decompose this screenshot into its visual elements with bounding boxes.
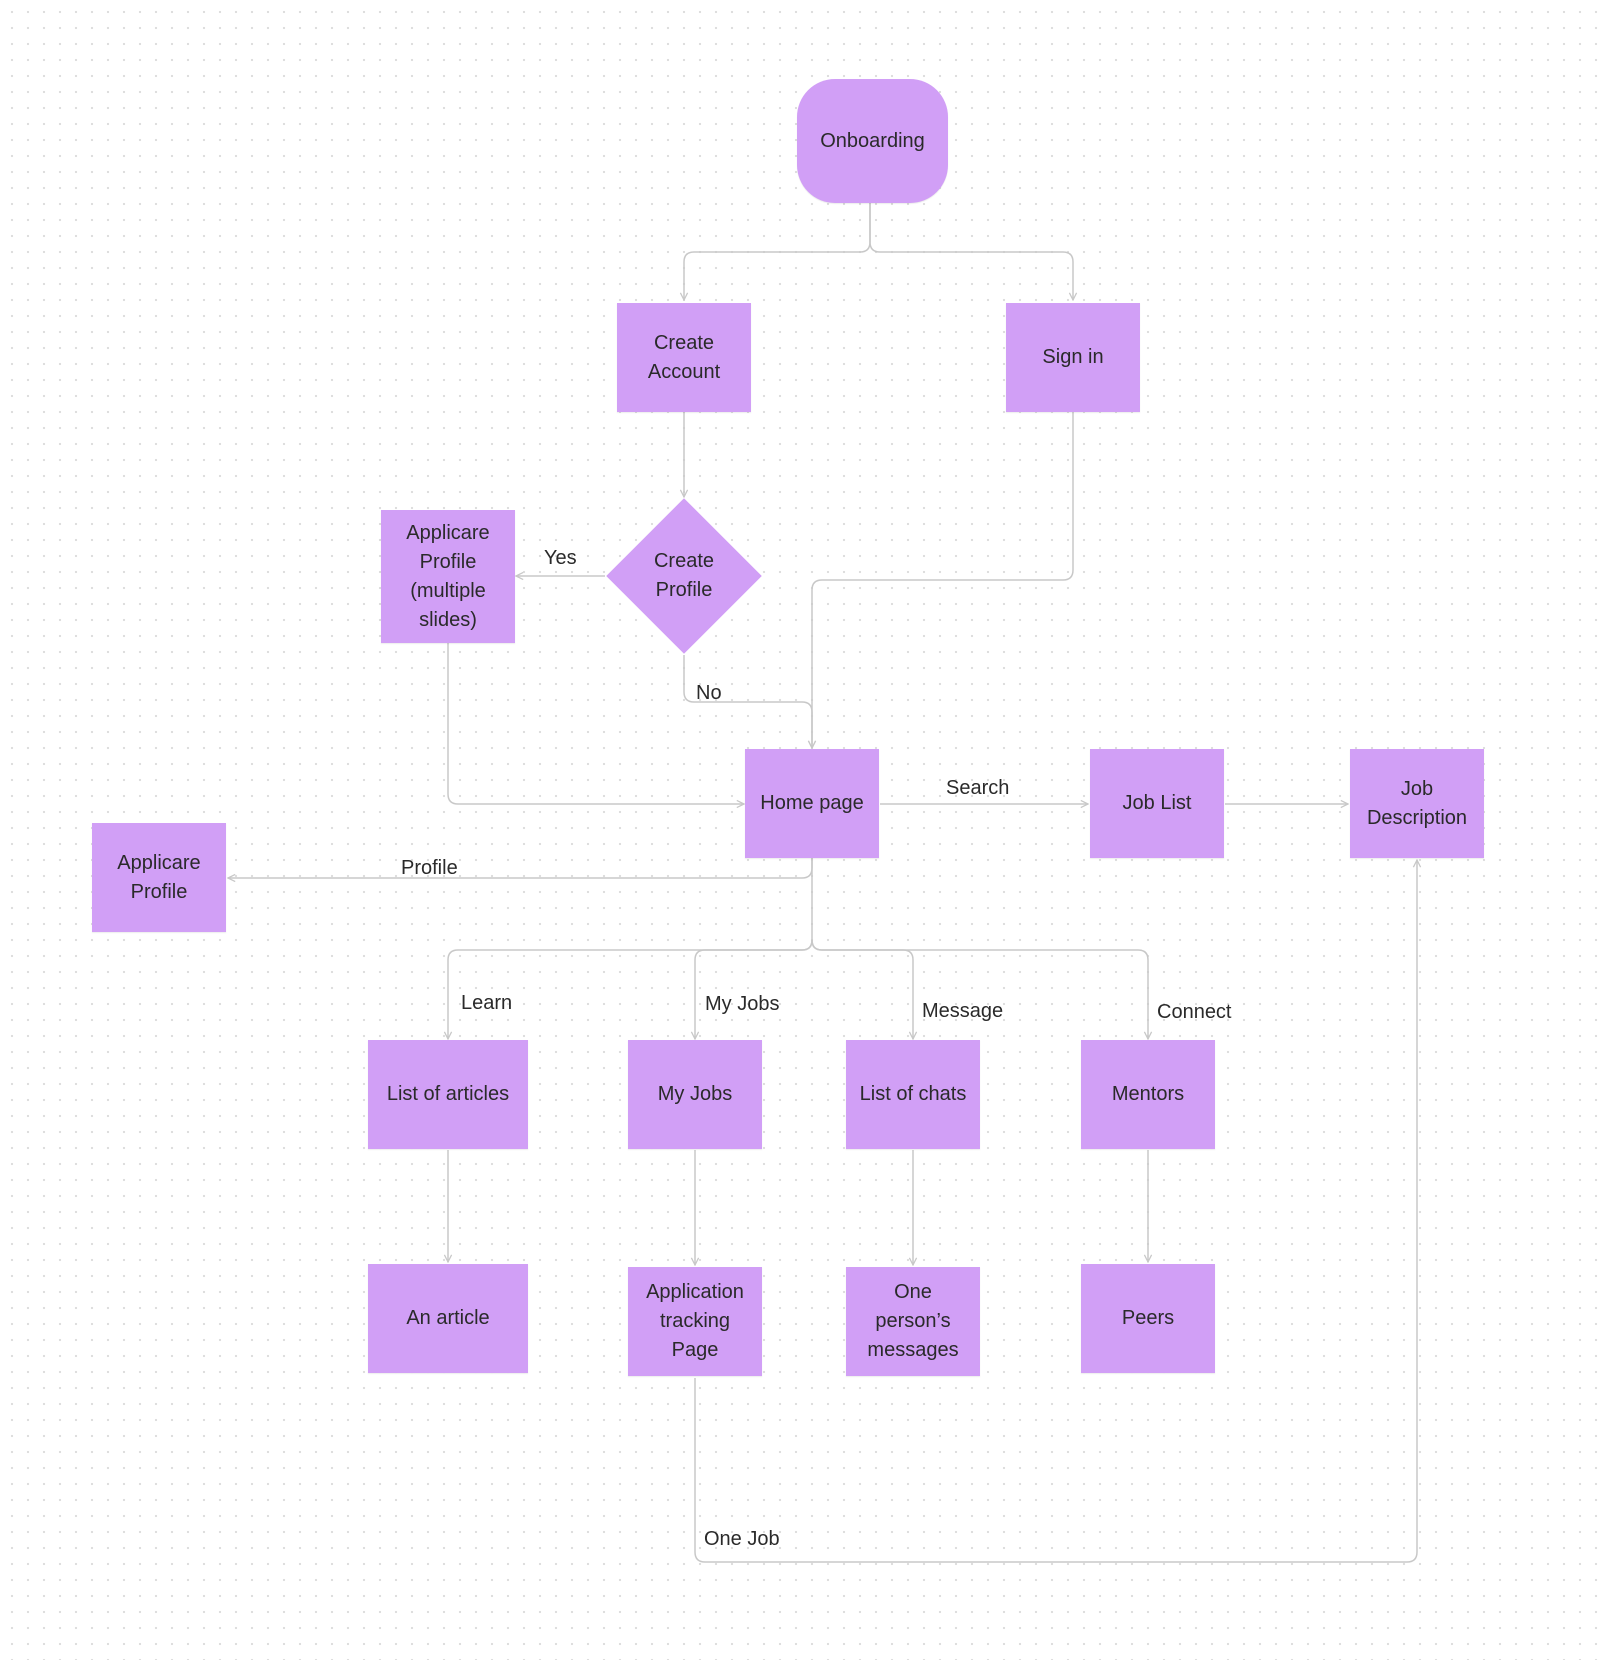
node-label: Create Account	[647, 331, 721, 383]
connector-home-to-my-jobs	[695, 939, 813, 1039]
connector-applicare-multi-to-home	[447, 643, 744, 804]
connector-home-to-list-of-chats	[811, 939, 913, 1039]
node-label: Create Profile	[653, 550, 715, 601]
node-my-jobs[interactable]: My Jobs	[628, 1040, 762, 1149]
node-list-of-chats[interactable]: List of chats	[846, 1040, 980, 1149]
connector-sign-in-to-home	[812, 412, 1074, 748]
node-label: An article	[406, 1307, 490, 1329]
node-one-persons-messages[interactable]: One person’s messages	[846, 1267, 980, 1376]
connector-tracking-to-job-description	[694, 860, 1417, 1563]
node-an-article[interactable]: An article	[368, 1264, 528, 1373]
node-label: Application tracking Page	[646, 1281, 744, 1361]
node-label: One person’s messages	[867, 1281, 959, 1361]
node-job-description[interactable]: Job Description	[1350, 749, 1484, 858]
node-label: Job List	[1122, 792, 1192, 814]
node-onboarding[interactable]: Onboarding	[797, 79, 948, 203]
edge-label-profile: Profile	[401, 857, 458, 879]
node-peers[interactable]: Peers	[1081, 1264, 1215, 1373]
node-label: My Jobs	[657, 1083, 733, 1105]
node-mentors[interactable]: Mentors	[1081, 1040, 1215, 1149]
node-home-page[interactable]: Home page	[745, 749, 879, 858]
node-job-list[interactable]: Job List	[1090, 749, 1224, 858]
node-label: Applicare Profile (multiple slides)	[406, 521, 490, 631]
node-application-tracking-page[interactable]: Application tracking Page	[628, 1267, 762, 1376]
edge-label-yes: Yes	[544, 547, 577, 569]
node-label: Applicare Profile	[117, 851, 201, 903]
node-label: Job Description	[1366, 777, 1468, 829]
node-label: List of articles	[386, 1083, 510, 1105]
edge-label-no: No	[696, 682, 722, 704]
edge-label-message: Message	[922, 1000, 1004, 1022]
edge-label-search: Search	[946, 777, 1010, 799]
edge-label-learn: Learn	[461, 992, 513, 1014]
node-create-profile-decision[interactable]: Create Profile	[605, 497, 763, 655]
edge-label-connect: Connect	[1157, 1001, 1232, 1023]
node-label: List of chats	[859, 1083, 967, 1105]
connector-home-to-mentors	[811, 939, 1148, 1039]
edge-label-one-job: One Job	[704, 1528, 780, 1550]
connector-home-to-applicare-profile	[228, 858, 813, 878]
node-label: Sign in	[1042, 346, 1104, 368]
connector-onboarding-to-sign-in	[869, 203, 1073, 300]
node-applicare-profile-multiple-slides[interactable]: Applicare Profile (multiple slides)	[381, 510, 515, 643]
node-sign-in[interactable]: Sign in	[1006, 303, 1140, 412]
node-label: Mentors	[1111, 1083, 1185, 1105]
node-applicare-profile[interactable]: Applicare Profile	[92, 823, 226, 932]
node-label: Peers	[1121, 1307, 1175, 1329]
node-create-account[interactable]: Create Account	[617, 303, 751, 412]
connector-onboarding-to-create-account	[684, 203, 871, 300]
node-list-of-articles[interactable]: List of articles	[368, 1040, 528, 1149]
edge-label-my-jobs: My Jobs	[705, 993, 780, 1015]
node-label: Home page	[760, 792, 864, 814]
node-label: Onboarding	[820, 129, 925, 152]
